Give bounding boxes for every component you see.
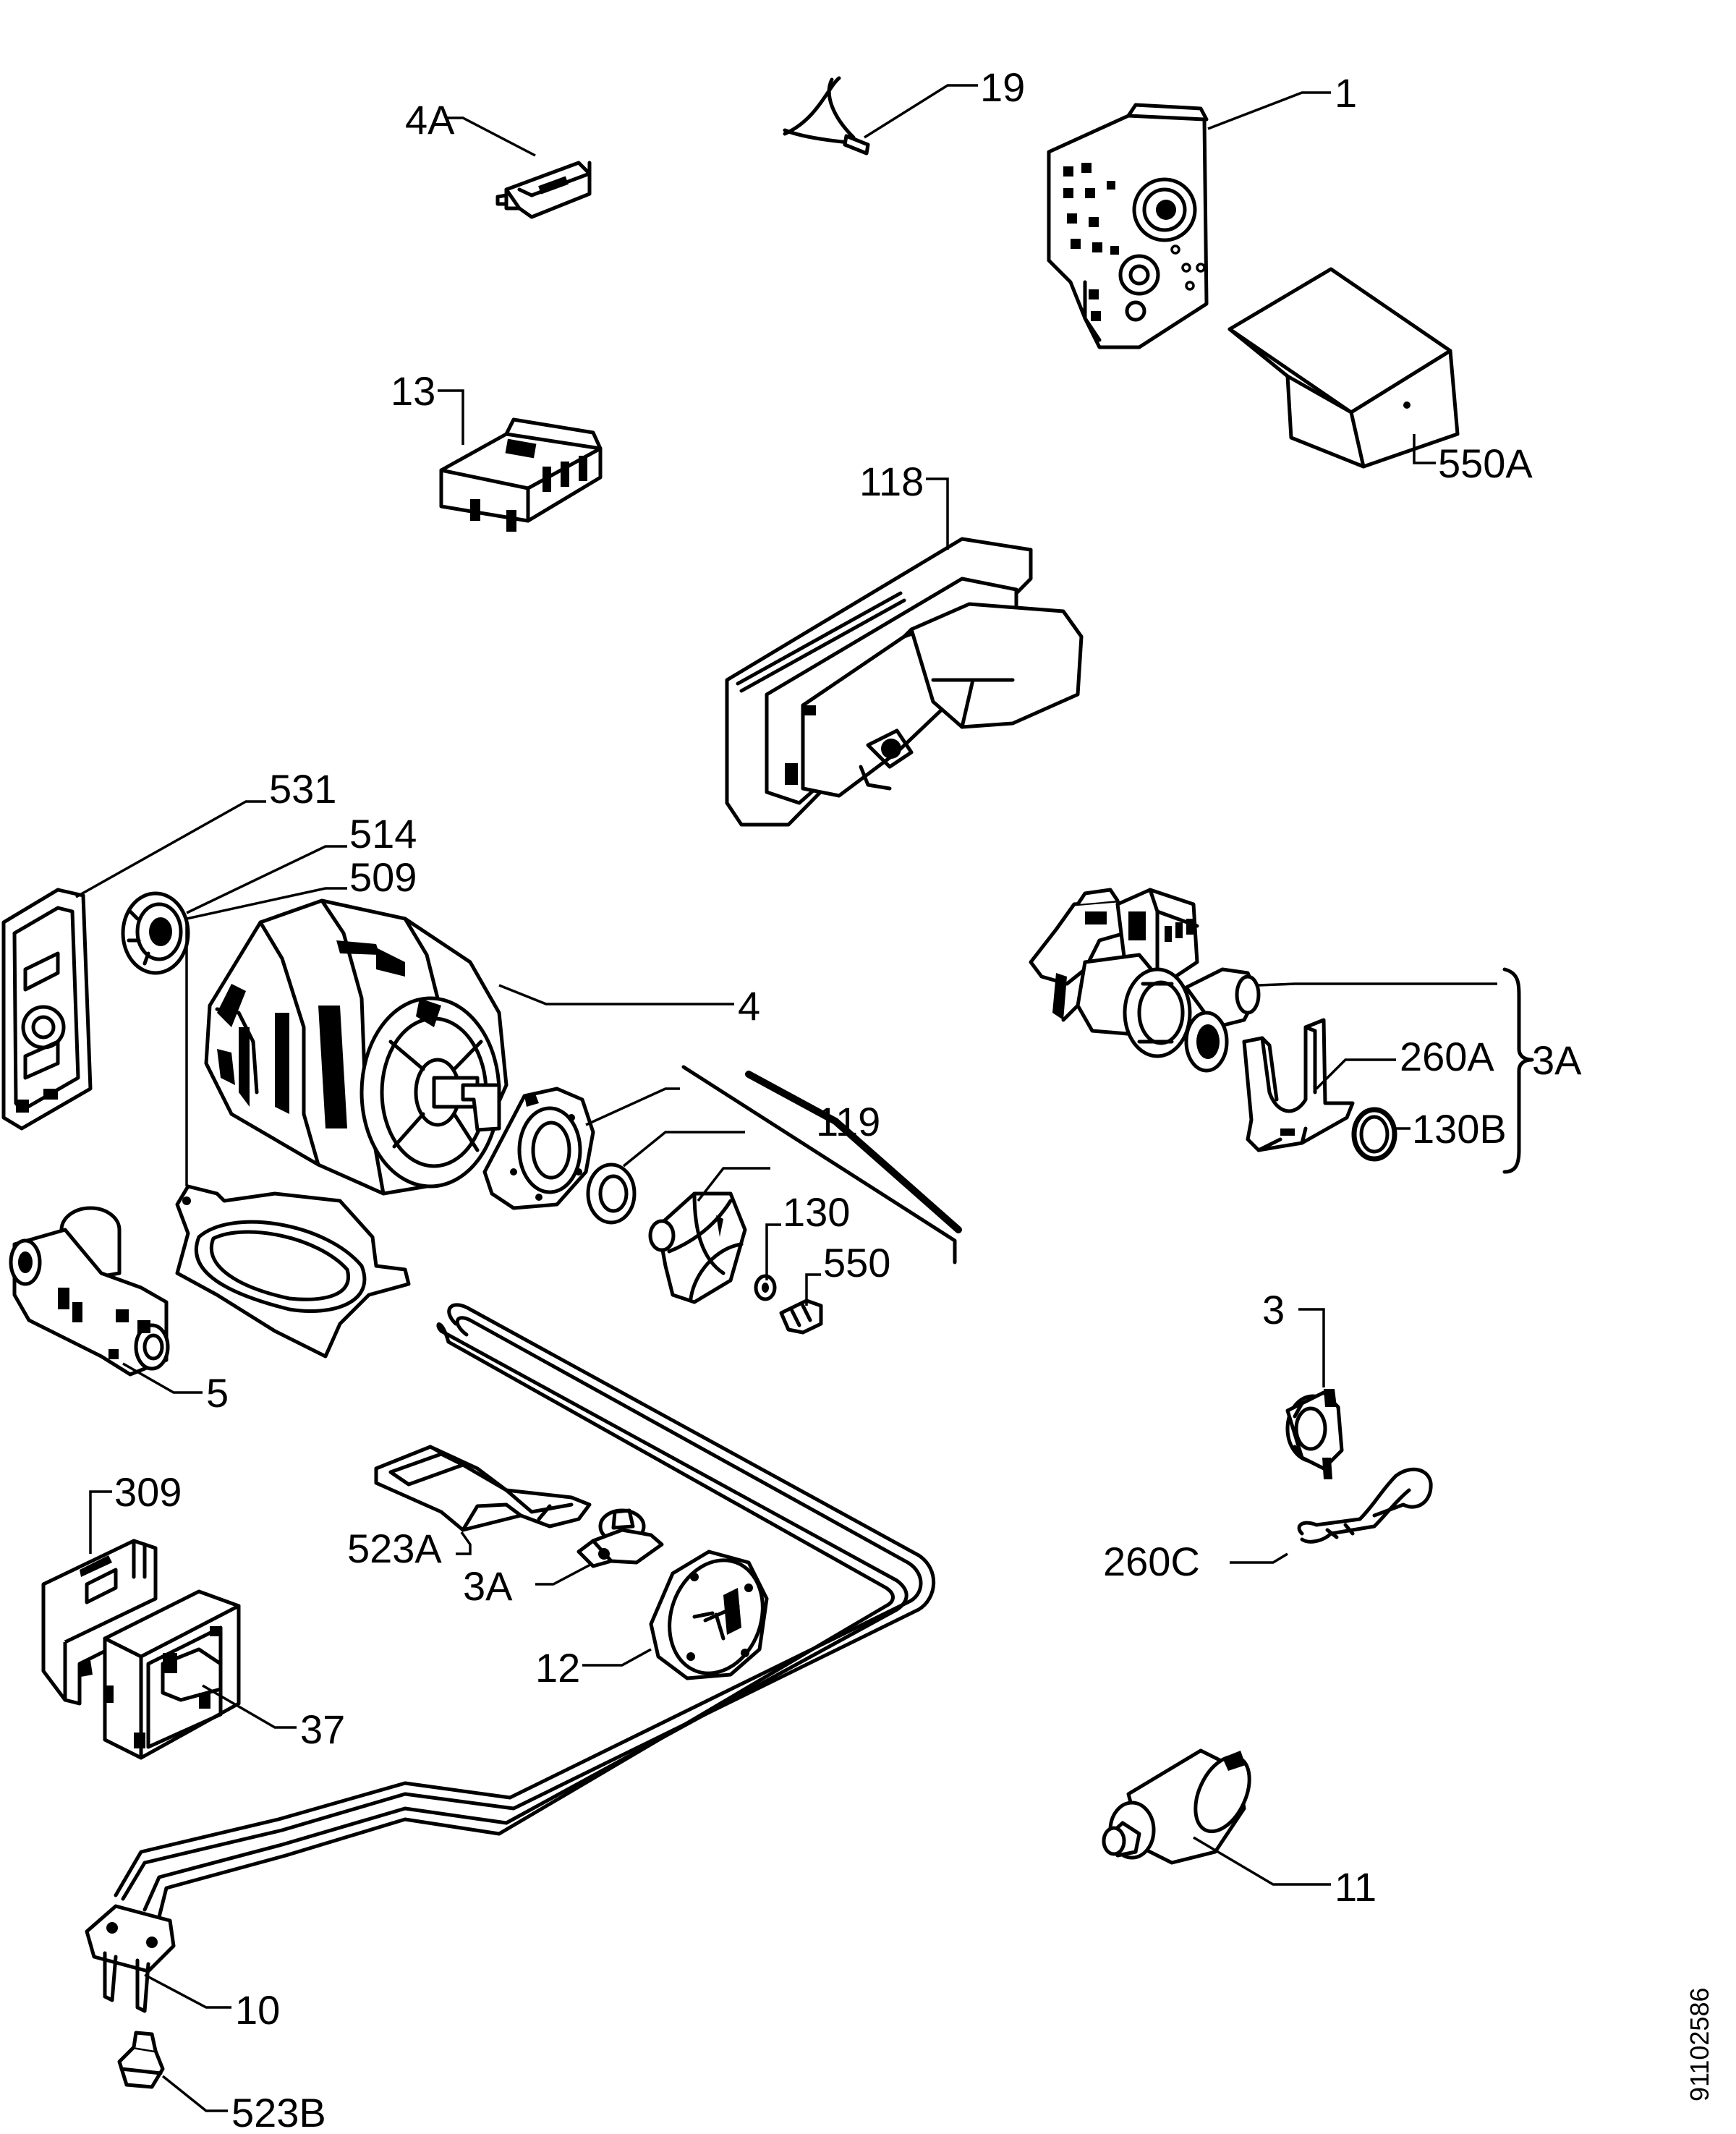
part-309-frame [41,1539,158,1706]
label-119: 119 [816,1099,880,1144]
part-10-heater [85,1303,936,2013]
label-19: 19 [980,64,1025,110]
part-130b-oring [1351,1107,1397,1162]
part-523b-panel [1,888,93,1131]
part-550-nut [117,2031,165,2089]
figure-number: 91102586 [1685,1988,1714,2102]
part-labels: 4A 19 1 550A 13 118 531 514 509 4 119 13… [114,64,1582,2134]
part-5-inlet-valve [9,1206,170,1377]
part-11-capacitor [1102,1748,1251,1865]
part-119-pump-group [482,1087,823,1335]
part-19-sensor [783,76,870,156]
label-12: 12 [535,1645,580,1691]
label-5: 5 [206,1370,229,1416]
label-118: 118 [859,459,924,504]
part-260c-spring-clip [1297,1467,1433,1544]
label-531: 550 [823,1240,890,1285]
label-11: 11 [1335,1864,1377,1910]
part-523a-bracket [374,1445,592,1532]
label-3a-visible: 3A [463,1563,513,1609]
part-1-timer [1047,103,1209,349]
label-7: 4A [405,97,455,143]
part-4-motor [204,898,509,1196]
label-509: 509 [349,854,417,900]
label-523b: 531 [269,766,336,812]
part-4a-pump-assembly [1029,888,1261,1073]
part-3-thermostat [1285,1389,1344,1479]
label-10: 10 [235,1987,280,2033]
label-3: 3 [1262,1287,1285,1332]
label-130: 130 [783,1189,850,1235]
label-260a: 260A [1400,1034,1494,1079]
label-550a: 550A [1438,441,1533,486]
part-13-switch-block [439,417,603,532]
label-1: 1 [1335,70,1357,116]
label-260c: 260C [1103,1539,1200,1584]
part-514-bearing [121,891,190,975]
label-523a: 523A [347,1526,442,1571]
part-509-gasket [175,1184,411,1359]
label-550: 523B [231,2090,326,2134]
label-13: 13 [391,368,435,414]
part-118-dispenser [725,537,1084,827]
part-260a-clip [1242,1018,1355,1152]
label-4a: 3A [1532,1037,1582,1083]
part-3a-thermostat [576,1508,664,1568]
label-130b: 130B [1412,1106,1507,1152]
part-37-connector-block [103,1589,241,1760]
part-7-switch [495,161,592,219]
label-309: 309 [114,1469,182,1515]
part-550a-box [1227,267,1460,469]
label-4: 4 [738,983,760,1029]
label-514: 514 [349,811,417,856]
label-37: 37 [300,1706,345,1752]
part-12-pressure-device [649,1550,769,1680]
